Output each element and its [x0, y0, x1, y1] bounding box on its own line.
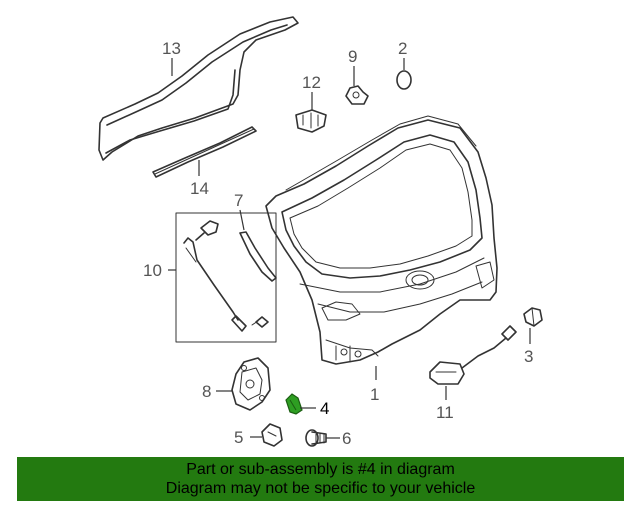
leader-lines: [168, 58, 531, 439]
part-14-molding[interactable]: [152, 126, 257, 178]
part-4-highlighted[interactable]: [285, 393, 303, 415]
callout-6[interactable]: 6: [342, 429, 351, 448]
callout-7[interactable]: 7: [234, 191, 243, 210]
banner-line-2: Diagram may not be specific to your vehi…: [165, 480, 476, 497]
callout-10[interactable]: 10: [143, 261, 162, 280]
callout-12[interactable]: 12: [302, 73, 321, 92]
callout-2[interactable]: 2: [398, 39, 407, 58]
part-8-latch[interactable]: [231, 357, 271, 411]
callout-9[interactable]: 9: [348, 47, 357, 66]
part-3-cap[interactable]: [523, 307, 543, 327]
info-banner: Part or sub-assembly is #4 in diagram Di…: [17, 457, 624, 501]
callout-1[interactable]: 1: [370, 385, 379, 404]
callout-14[interactable]: 14: [190, 179, 209, 198]
part-6-screw[interactable]: [305, 429, 327, 447]
part-1-liftgate[interactable]: [265, 115, 498, 365]
part-13-weatherstrip[interactable]: [98, 16, 299, 161]
callout-3[interactable]: 3: [524, 347, 533, 366]
parts-diagram: 13 14 12 9 2 10 7 1 3 11 8 4 5 6: [98, 16, 543, 448]
callout-11[interactable]: 11: [436, 403, 454, 422]
callout-4[interactable]: 4: [320, 399, 329, 418]
part-9-bumper[interactable]: [345, 85, 369, 105]
part-2-plug[interactable]: [396, 70, 412, 90]
callout-5[interactable]: 5: [234, 428, 243, 447]
callout-13[interactable]: 13: [162, 39, 181, 58]
part-7-trim[interactable]: [239, 231, 277, 282]
callout-labels: 13 14 12 9 2 10 7 1 3 11 8 4 5 6: [143, 39, 533, 448]
part-5-clip[interactable]: [261, 423, 283, 447]
callout-8[interactable]: 8: [202, 382, 211, 401]
part-10-lift-support[interactable]: [175, 212, 277, 343]
banner-line-1: Part or sub-assembly is #4 in diagram: [186, 461, 455, 478]
part-12-bracket[interactable]: [295, 109, 327, 133]
part-11-switch[interactable]: [429, 325, 517, 385]
